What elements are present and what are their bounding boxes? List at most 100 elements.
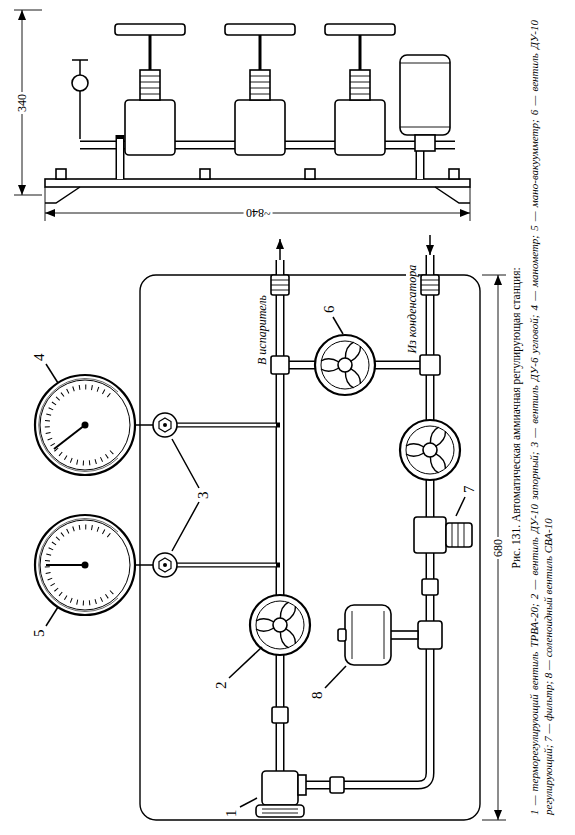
flow-arrows [279,239,281,260]
callout-number: 8 [310,690,326,702]
dimension-label: 340 [16,92,29,114]
gauges [54,425,85,449]
side-plate [45,169,470,203]
filter [452,523,464,547]
gauge-valves [153,553,177,577]
leader-lines [46,364,58,383]
pipe-unions [330,777,344,793]
leader-lines [172,439,199,551]
side-solenoid [400,55,450,135]
pipework [177,564,276,567]
side-solenoid [400,63,450,127]
side-valves [140,70,160,100]
side-plate [449,169,459,179]
solenoid-valve [338,629,346,641]
side-valves [335,100,385,155]
side-valves [115,24,395,155]
side-pipework [116,135,125,179]
side-valves [149,35,152,70]
dimension-label: ~840 [244,207,273,220]
solenoid-valve [418,621,442,649]
pipework [177,255,430,785]
thermostatic-valve [256,805,304,817]
side-valves [125,100,175,155]
pipework [276,260,285,771]
pipe-unions [420,355,440,375]
flow-label: В испаритель [256,293,269,367]
regulating-valve [315,335,375,395]
callout-number: 3 [196,490,212,502]
side-solenoid [400,55,450,151]
pipe-unions [421,275,439,295]
callout-number: 4 [32,352,48,364]
shutoff-valve [250,595,310,655]
regulating-valve [315,335,375,395]
thermostatic-valve [262,809,298,813]
leader-lines [46,317,465,807]
filter [414,517,472,553]
callout-number: 6 [322,304,338,316]
side-valves [250,70,270,100]
solenoid-valve [338,605,442,665]
side-valves [350,70,370,100]
gauges [46,564,85,566]
side-gauge-valve [72,75,88,91]
side-valves [359,35,362,70]
callout-number: 1 [224,808,240,820]
side-valves [225,24,295,35]
leader-lines [325,666,346,688]
side-plate [200,169,210,179]
filter [446,523,472,547]
dimension-340 [14,10,42,195]
dimension-680 [482,275,506,820]
gauge-valves [135,413,177,577]
side-valves [325,24,395,35]
side-solenoid [415,135,435,151]
side-plate [45,187,470,203]
dimension-label: 680 [492,537,505,559]
pipe-unions [422,579,438,595]
side-valves [259,35,262,70]
leader-lines [229,647,262,678]
side-plate [305,169,315,179]
thermostatic-valve [256,771,306,817]
pipe-unions [421,280,439,290]
dimension-680 [482,275,506,820]
gauges [35,375,135,475]
leader-lines [240,798,257,807]
thermostatic-valve [298,775,306,795]
flow-arrows [280,235,430,260]
pipework [177,423,280,428]
solenoid-valve [352,611,384,659]
shutoff-valve [250,595,310,655]
dimension-840 [45,187,470,221]
thermostatic-valve [262,771,298,805]
flow-label: Из конденсатора [406,263,419,356]
pipe-unions [272,707,288,723]
dimension-840 [45,187,470,221]
callout-number: 5 [32,628,48,640]
gauge-valves [153,413,177,437]
pipework [177,424,276,427]
solenoid-valve [390,631,418,639]
inlet-valve [400,420,460,480]
leader-lines [333,317,343,334]
pipe-unions [271,280,289,290]
side-plate [45,179,470,187]
side-gauge-valve [79,90,81,139]
callout-number: 2 [214,680,230,692]
solenoid-valve [345,605,391,665]
pipework [277,260,283,771]
dimension-340 [14,10,42,195]
side-pipework [117,139,123,179]
side-gauge-valve [72,60,88,139]
pipework [298,255,430,785]
pipe-unions [271,275,289,295]
pipework [298,255,430,785]
side-plate [56,169,66,179]
inlet-valve [400,420,460,480]
gauge-valves [135,425,153,565]
pipe-unions [271,356,289,374]
